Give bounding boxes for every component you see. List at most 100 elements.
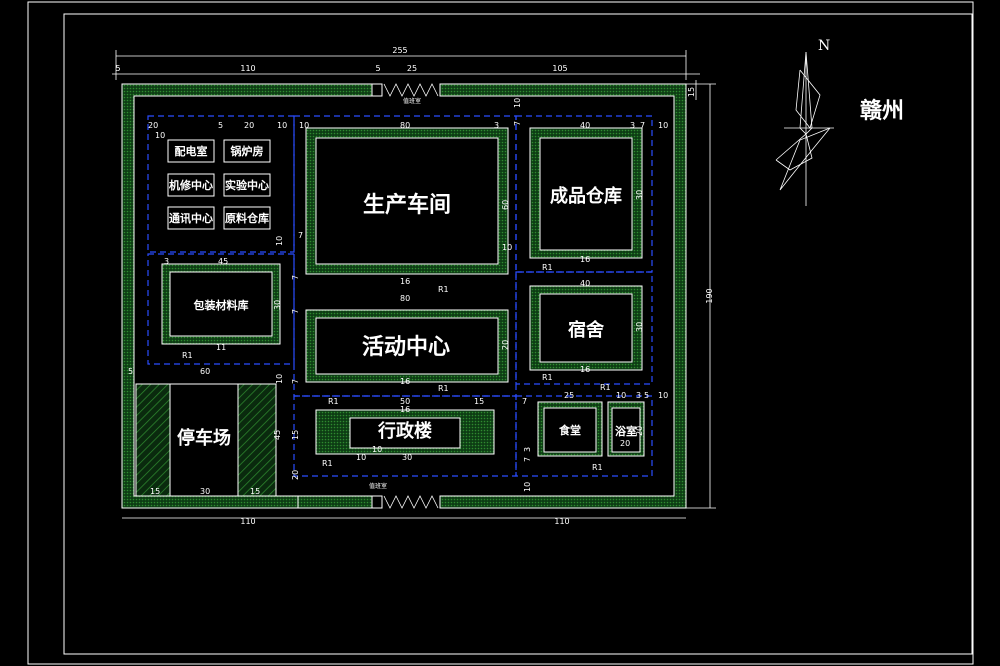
zone-canteen — [515, 395, 653, 477]
dim-15a: 15 — [150, 487, 160, 496]
admin-label: 行政楼 — [377, 420, 432, 442]
admin-building — [349, 417, 461, 449]
dim-16c: 16 — [400, 377, 410, 386]
dim-5e: 5 — [644, 391, 649, 400]
dim-5d: 5 — [128, 367, 133, 376]
parking-label: 停车场 — [177, 427, 231, 449]
dim-16b: 16 — [580, 255, 590, 264]
dim-3c: 3 — [164, 257, 169, 266]
dim-50: 50 — [400, 397, 410, 406]
dim-30d: 30 — [200, 487, 210, 496]
dim-10m: 10 — [523, 482, 532, 492]
warehouse-building — [539, 137, 633, 251]
dim-110-br: 110 — [554, 517, 569, 526]
power-label: 配电室 — [175, 144, 208, 158]
inner-frame — [63, 13, 973, 655]
dorm-building — [539, 293, 633, 363]
dim-30e: 30 — [402, 453, 412, 462]
dim-40a: 40 — [580, 121, 590, 130]
R1-e: R1 — [542, 373, 553, 382]
dim-45b: 45 — [273, 430, 282, 440]
dim-15-right: 15 — [687, 87, 696, 97]
dim-255: 255 — [392, 46, 407, 55]
dim-10j: 10 — [658, 391, 668, 400]
north-label: N — [818, 38, 830, 54]
city-label: 赣州 — [860, 98, 904, 124]
dim-3d: 3 — [636, 391, 641, 400]
compass-rose: N — [775, 38, 834, 206]
dim-40b: 40 — [580, 279, 590, 288]
lab-center — [223, 173, 271, 197]
dim-20e: 20 — [635, 426, 644, 436]
dim-3b: 3 — [630, 121, 635, 130]
dim-25b: 25 — [564, 391, 574, 400]
packing-label: 包装材料库 — [193, 298, 249, 312]
boiler-label: 锅炉房 — [231, 144, 264, 158]
canteen-label: 食堂 — [559, 423, 581, 437]
perimeter-wall-right — [439, 83, 687, 509]
dorm-label: 宿舍 — [568, 319, 605, 341]
parking-stalls-right — [237, 383, 277, 497]
dim-7a: 7 — [640, 121, 645, 130]
dim-10b: 10 — [277, 121, 287, 130]
zone-dorm — [515, 271, 653, 385]
bath-label: 浴室 — [615, 424, 637, 438]
comm-label: 通讯中心 — [169, 211, 213, 225]
dim-11: 11 — [216, 343, 226, 352]
dim-10e: 10 — [513, 98, 522, 108]
dim-10d: 10 — [658, 121, 668, 130]
dim-3a: 3 — [494, 121, 499, 130]
dim-30c: 30 — [635, 322, 644, 332]
dim-10k: 10 — [356, 453, 366, 462]
dim-105: 105 — [552, 64, 567, 73]
dim-110-bl: 110 — [240, 517, 255, 526]
boiler-room — [223, 139, 271, 163]
repair-center — [167, 173, 215, 197]
dim-20f: 20 — [620, 439, 630, 448]
dim-5c: 5 — [218, 121, 223, 130]
dim-190: 190 — [705, 288, 714, 303]
dim-60b: 60 — [200, 367, 210, 376]
dim-110-top: 110 — [240, 64, 255, 73]
lab-label: 实验中心 — [225, 178, 269, 192]
R1-f: R1 — [328, 397, 339, 406]
R1-d: R1 — [438, 384, 449, 393]
dim-10h: 10 — [275, 374, 284, 384]
dim-20a: 20 — [148, 121, 158, 130]
compass-wind-3 — [775, 133, 813, 171]
dim-10c: 10 — [299, 121, 309, 130]
dim-15b: 15 — [250, 487, 260, 496]
dim-10f: 10 — [502, 243, 512, 252]
compass-wind-2 — [779, 127, 831, 191]
dim-80b: 80 — [400, 294, 410, 303]
canteen-building — [543, 407, 597, 453]
R1-c: R1 — [182, 351, 193, 360]
comm-center — [167, 206, 215, 230]
gate-top — [383, 83, 439, 97]
activity-label: 活动中心 — [362, 335, 450, 360]
dim-80a: 80 — [400, 121, 410, 130]
R1-h: R1 — [322, 459, 333, 468]
packing-building — [169, 271, 273, 337]
workshop-label: 生产车间 — [363, 192, 451, 218]
dim-3e: 3 — [523, 447, 532, 452]
dim-15c: 15 — [474, 397, 484, 406]
material-label: 原料仓库 — [225, 211, 269, 225]
dim-5b: 5 — [375, 64, 380, 73]
dim-10l: 10 — [372, 445, 382, 454]
dim-15d: 15 — [291, 430, 300, 440]
dim-7c: 7 — [298, 231, 303, 240]
guard-booth-bottom — [371, 495, 383, 509]
dim-10a: 10 — [155, 131, 165, 140]
guard-bottom-label: 值班室 — [369, 482, 387, 490]
dim-7h: 7 — [523, 457, 532, 462]
dim-7e: 7 — [291, 309, 300, 314]
bath-building — [611, 407, 641, 453]
dim-45a: 45 — [218, 257, 228, 266]
dim-10i: 10 — [616, 391, 626, 400]
power-room — [167, 139, 215, 163]
dim-16d: 16 — [580, 365, 590, 374]
dim-7b: 7 — [513, 121, 522, 126]
workshop-building — [315, 137, 499, 265]
R1-a: R1 — [438, 285, 449, 294]
